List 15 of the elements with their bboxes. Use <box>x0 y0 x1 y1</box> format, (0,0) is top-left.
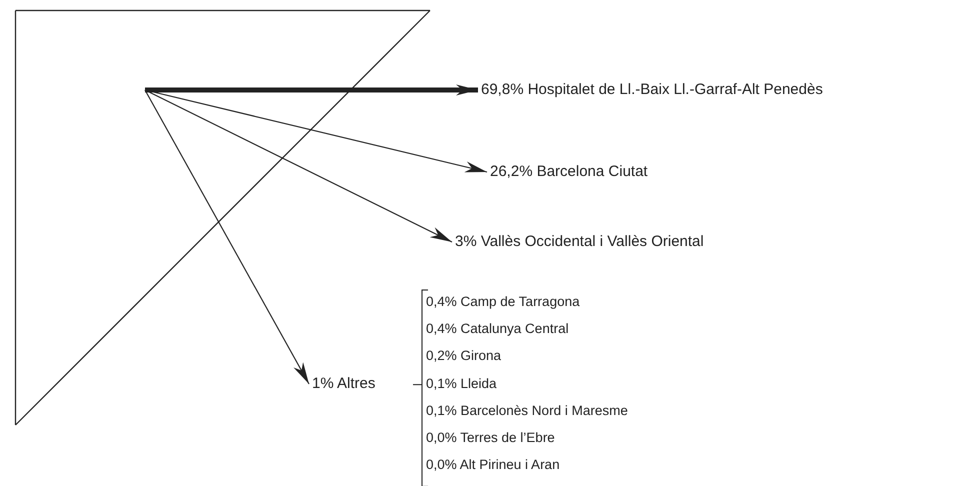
region-label: 69,8% Hospitalet de Ll.-Baix Ll.-Garraf-Alt Penedès <box>481 81 823 99</box>
arrow <box>144 90 310 384</box>
region-label: 0,1% Barcelonès Nord i Maresme <box>426 402 628 419</box>
region-label: 1% Altres <box>312 375 376 393</box>
region-label: 0,1% Lleida <box>426 376 497 392</box>
region-label: 0,0% Terres de l’Ebre <box>426 430 555 446</box>
arrow <box>144 89 488 173</box>
arrow <box>144 90 452 242</box>
region-label: 3% Vallès Occidental i Vallès Oriental <box>455 233 704 251</box>
region-label: 0,2% Girona <box>426 348 502 364</box>
region-label: 0,4% Camp de Tarragona <box>426 294 580 310</box>
region-label: 0,4% Catalunya Central <box>426 321 569 338</box>
region-label: 26,2% Barcelona Ciutat <box>490 163 648 181</box>
arrow <box>145 84 478 96</box>
region-label: 0,0% Alt Pirineu i Aran <box>426 457 560 474</box>
